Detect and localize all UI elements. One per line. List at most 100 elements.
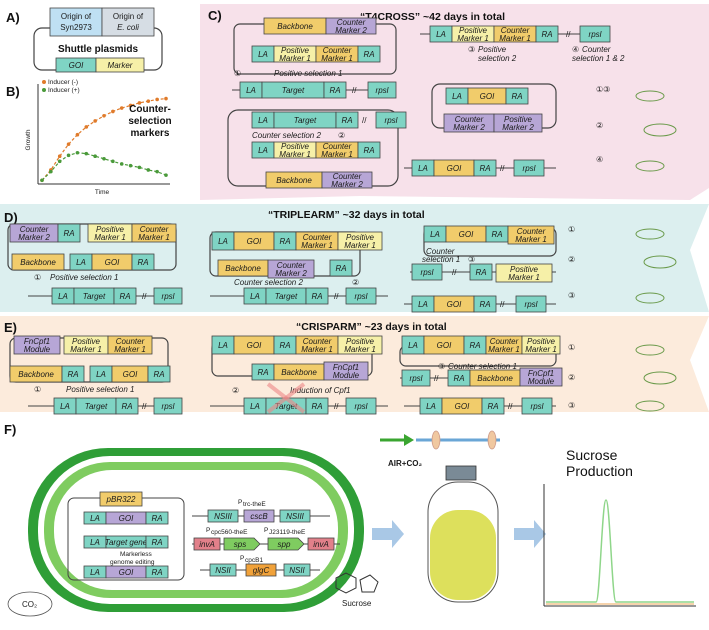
svg-text:②: ② [352, 278, 359, 287]
origin1-sub-label: Syn2973 [60, 23, 92, 32]
svg-text:Counter: Counter [333, 172, 362, 181]
svg-text:①: ① [34, 385, 41, 394]
svg-text:LA: LA [218, 341, 228, 350]
svg-text:NSIII: NSIII [286, 512, 305, 521]
svg-text:Positive: Positive [527, 337, 556, 346]
svg-text:①③: ①③ [596, 85, 610, 94]
svg-text:Counter selection 2: Counter selection 2 [252, 131, 321, 140]
series-0-point-2 [57, 154, 62, 158]
svg-text:Positive selection 1: Positive selection 1 [50, 273, 118, 282]
svg-text:RA: RA [363, 50, 374, 59]
series-1-point-8 [111, 159, 115, 164]
panel-b-caption-2: selection [128, 116, 171, 127]
svg-text:Marker 1: Marker 1 [301, 241, 333, 250]
origin-syn2973-box [49, 7, 103, 37]
chart-xlabel: Time [95, 189, 110, 196]
series-1-point-5 [84, 151, 89, 156]
svg-text:④: ④ [596, 155, 603, 164]
svg-text:genome editing: genome editing [110, 559, 155, 566]
svg-text:Backbone: Backbone [477, 374, 513, 383]
svg-text:LA: LA [258, 146, 268, 155]
svg-text:Marker 2: Marker 2 [502, 123, 534, 132]
series-1-point-12 [146, 168, 151, 172]
panel-d-label: D) [4, 210, 18, 225]
svg-text:RA: RA [335, 264, 346, 273]
panel-a-caption: Shuttle plasmids [58, 44, 138, 55]
svg-text:Target: Target [275, 402, 298, 411]
svg-text:rpsl: rpsl [355, 402, 368, 411]
series-1-point-7 [102, 156, 106, 161]
svg-text:Marker 1: Marker 1 [138, 233, 170, 242]
svg-text:Counter: Counter [20, 225, 49, 234]
svg-text:LA: LA [436, 30, 446, 39]
svg-text:③: ③ [468, 255, 475, 264]
svg-text:trc-theE: trc-theE [243, 501, 266, 508]
svg-text:invA: invA [313, 540, 329, 549]
arrow-right-icon-2 [514, 520, 546, 548]
svg-text:Marker 2: Marker 2 [275, 269, 307, 278]
svg-text:GOI: GOI [123, 370, 138, 379]
svg-text://: // [500, 300, 505, 309]
svg-text:Marker 1: Marker 1 [279, 150, 311, 159]
svg-text:Positive: Positive [510, 265, 539, 274]
svg-text://: // [566, 30, 571, 39]
svg-text:Counter selection 1: Counter selection 1 [448, 362, 517, 371]
svg-text:Module: Module [24, 345, 51, 354]
svg-text:②: ② [232, 386, 239, 395]
svg-text:Marker 1: Marker 1 [70, 345, 102, 354]
svg-text:rpsl: rpsl [162, 292, 175, 301]
svg-text:Positive: Positive [346, 337, 375, 346]
svg-text:Positive: Positive [281, 142, 310, 151]
svg-text:glgC: glgC [253, 566, 270, 575]
svg-text:RA: RA [151, 568, 162, 577]
svg-text:Marker 1: Marker 1 [94, 233, 126, 242]
svg-text:NSII: NSII [289, 566, 305, 575]
svg-text:rpsl: rpsl [589, 30, 602, 39]
svg-text:GOI: GOI [459, 230, 474, 239]
svg-text:NSIII: NSIII [214, 512, 233, 521]
svg-text:rpsl: rpsl [523, 164, 536, 173]
svg-text:Backbone: Backbone [20, 258, 56, 267]
svg-text:Target gene: Target gene [105, 538, 148, 547]
svg-text:Positive: Positive [96, 225, 125, 234]
svg-text:LA: LA [76, 258, 86, 267]
svg-text:Backbone: Backbone [225, 264, 261, 273]
svg-text:RA: RA [137, 258, 148, 267]
svg-text:Positive: Positive [281, 46, 310, 55]
svg-text:RA: RA [153, 370, 164, 379]
series-0-point-10 [128, 103, 133, 108]
svg-text:Marker 1: Marker 1 [321, 54, 353, 63]
svg-text:P: P [264, 527, 268, 534]
legend-inducer-minus: Inducer (-) [48, 79, 78, 86]
svg-text://: // [500, 164, 505, 173]
svg-text:RA: RA [279, 341, 290, 350]
svg-text:①: ① [568, 343, 575, 352]
svg-text:cpc560-theE: cpc560-theE [211, 529, 248, 536]
svg-text:Marker 1: Marker 1 [344, 345, 376, 354]
svg-text://: // [362, 116, 367, 125]
svg-text:RA: RA [475, 268, 486, 277]
svg-text:②: ② [338, 131, 345, 140]
svg-text:rpsl: rpsl [355, 292, 368, 301]
svg-text:Counter selection 2: Counter selection 2 [234, 278, 303, 287]
origin2-label: Origin of [113, 12, 144, 21]
panel-b-label: B) [6, 84, 20, 99]
svg-text:sps: sps [234, 540, 246, 549]
panel-a-goi-label: GOI [69, 61, 84, 70]
svg-text:RA: RA [541, 30, 552, 39]
series-1-point-11 [137, 165, 142, 170]
svg-text:Target: Target [85, 402, 108, 411]
origin-ecoli-box [101, 7, 155, 37]
svg-text:LA: LA [90, 538, 100, 547]
svg-text://: // [142, 402, 147, 411]
svg-text:RA: RA [311, 292, 322, 301]
svg-text:RA: RA [119, 292, 130, 301]
svg-text:GOI: GOI [247, 341, 262, 350]
panel-b-caption-1: Counter- [129, 104, 171, 115]
svg-text:②: ② [568, 255, 575, 264]
svg-text:LA: LA [218, 237, 228, 246]
svg-text:LA: LA [246, 86, 256, 95]
svg-text:Counter: Counter [323, 46, 352, 55]
svg-text:Counter: Counter [455, 115, 484, 124]
svg-text:invA: invA [199, 540, 215, 549]
